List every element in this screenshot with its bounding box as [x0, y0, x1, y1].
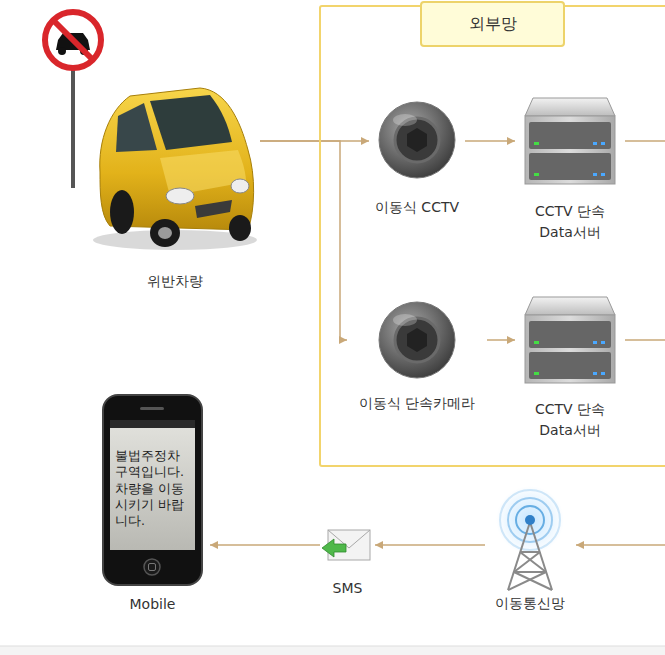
sms-envelope	[322, 530, 370, 560]
offpage-line	[576, 141, 665, 545]
vehicle-node: 위반차량	[90, 80, 260, 300]
server-node: CCTV 단속 Data서버	[515, 95, 625, 245]
node-label: CCTV 단속 Data서버	[528, 399, 612, 441]
node-label: 불법주정차 구역입니다. 차량을 이동 시키기 바랍니다.	[115, 448, 193, 529]
flow-arrow	[465, 140, 515, 142]
region-title: 외부망	[420, 1, 565, 47]
no-parking-sign	[45, 12, 101, 188]
violating-car	[93, 88, 257, 250]
cctv-node: 이동식 CCTV	[369, 100, 465, 225]
flow-arrow	[210, 544, 320, 546]
node-label: SMS	[320, 580, 375, 598]
bottom-band	[0, 646, 665, 655]
mobile-phone	[103, 395, 202, 585]
node-label: 이동식 단속카메라	[347, 395, 487, 413]
camera-node: 이동식 단속카메라	[347, 300, 487, 418]
camera-lens	[379, 302, 455, 378]
node-label: CCTV 단속 Data서버	[528, 201, 612, 243]
tower-node: 이동통신망	[485, 495, 575, 615]
node-label: 이동식 CCTV	[369, 199, 465, 217]
sms-node: SMS	[320, 520, 375, 605]
server-node: CCTV 단속 Data서버	[515, 295, 625, 440]
tower-icon	[496, 486, 564, 590]
cctv-lens	[379, 102, 455, 178]
node-label: Mobile	[95, 596, 210, 614]
flow-arrow	[375, 544, 485, 546]
server-icon	[525, 98, 615, 184]
node-label: 이동통신망	[485, 595, 575, 613]
network-region: 외부망이동식 CCTVCCTV 단속 Data서버이동식 단속카메라CCTV 단…	[319, 5, 665, 467]
node-label: 위반차량	[90, 273, 260, 291]
server-icon	[525, 297, 615, 383]
flow-arrow	[260, 141, 347, 340]
mobile-node: 불법주정차 구역입니다. 차량을 이동 시키기 바랍니다. Mobile	[95, 393, 210, 618]
flow-arrow	[487, 339, 515, 341]
